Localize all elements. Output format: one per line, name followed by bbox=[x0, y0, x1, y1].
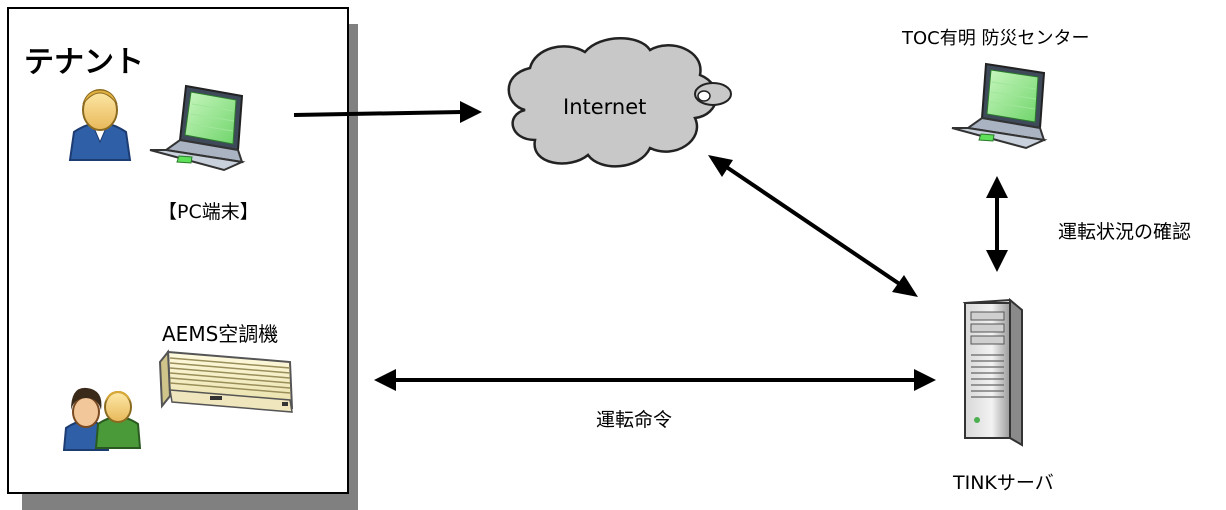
aircon-label: AEMS空調機 bbox=[162, 322, 279, 346]
command-arrow bbox=[374, 369, 936, 391]
toc-server-arrow bbox=[986, 176, 1008, 272]
toc-laptop-icon bbox=[951, 62, 1048, 150]
users-icon bbox=[62, 387, 142, 451]
internet-label: Internet bbox=[563, 95, 647, 119]
cloud-icon bbox=[507, 37, 732, 168]
status-check-label: 運転状況の確認 bbox=[1058, 221, 1192, 243]
server-label: TINKサーバ bbox=[953, 472, 1054, 494]
user-icon bbox=[68, 89, 132, 161]
pc-label: 【PC端末】 bbox=[158, 201, 259, 223]
command-label: 運転命令 bbox=[596, 409, 673, 431]
server-tower-icon bbox=[962, 297, 1023, 447]
tenant-box bbox=[7, 7, 349, 494]
laptop-icon bbox=[149, 84, 246, 172]
tenant-title: テナント bbox=[24, 45, 144, 80]
pc-to-internet-arrow bbox=[293, 101, 482, 123]
toc-label: TOC有明 防災センター bbox=[902, 28, 1090, 49]
air-conditioner-icon bbox=[158, 349, 294, 413]
internet-server-arrow bbox=[708, 155, 918, 297]
